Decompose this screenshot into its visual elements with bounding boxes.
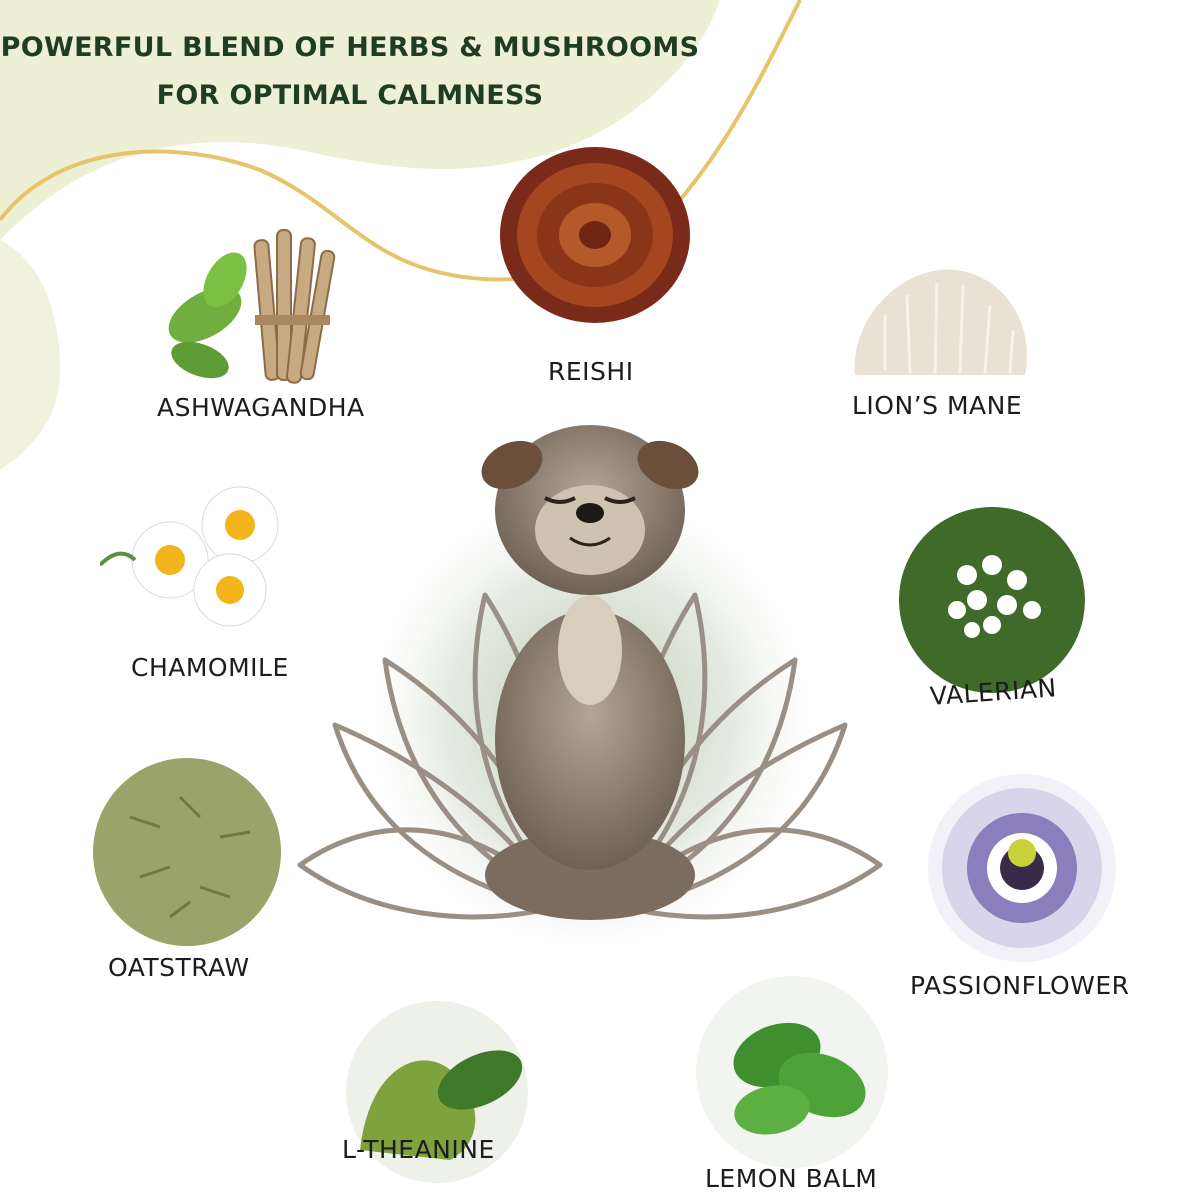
ingredient-label-chamomile: CHAMOMILE (131, 653, 289, 682)
ingredient-label-lemon-balm: LEMON BALM (705, 1164, 878, 1193)
cream-blob (0, 0, 720, 240)
lemon-balm-image (696, 976, 888, 1168)
ingredient-label-ashwagandha: ASHWAGANDHA (157, 393, 365, 422)
l-theanine-image (346, 1001, 528, 1183)
headline-line-2: FOR OPTIMAL CALMNESS (156, 80, 544, 111)
chamomile-image (100, 486, 279, 627)
ingredient-label-l-theanine: L-THEANINE (342, 1135, 495, 1164)
ingredient-label-lions-mane: LION’S MANE (852, 391, 1023, 420)
ashwagandha-image (168, 229, 336, 384)
ingredient-label-reishi: REISHI (548, 357, 634, 386)
ingredient-label-oatstraw: OATSTRAW (108, 953, 250, 982)
golden-wave (0, 0, 802, 282)
oatstraw-image (93, 758, 281, 946)
ingredient-label-passionflower: PASSIONFLOWER (910, 971, 1130, 1000)
cream-blob-left (0, 240, 60, 470)
valerian-image (899, 507, 1085, 693)
lions-mane-image (854, 269, 1027, 375)
reishi-image (500, 147, 690, 323)
meditating-dog-illustration (481, 425, 699, 920)
headline-line-1: POWERFUL BLEND OF HERBS & MUSHROOMS (0, 32, 700, 63)
passionflower-image (928, 774, 1116, 962)
